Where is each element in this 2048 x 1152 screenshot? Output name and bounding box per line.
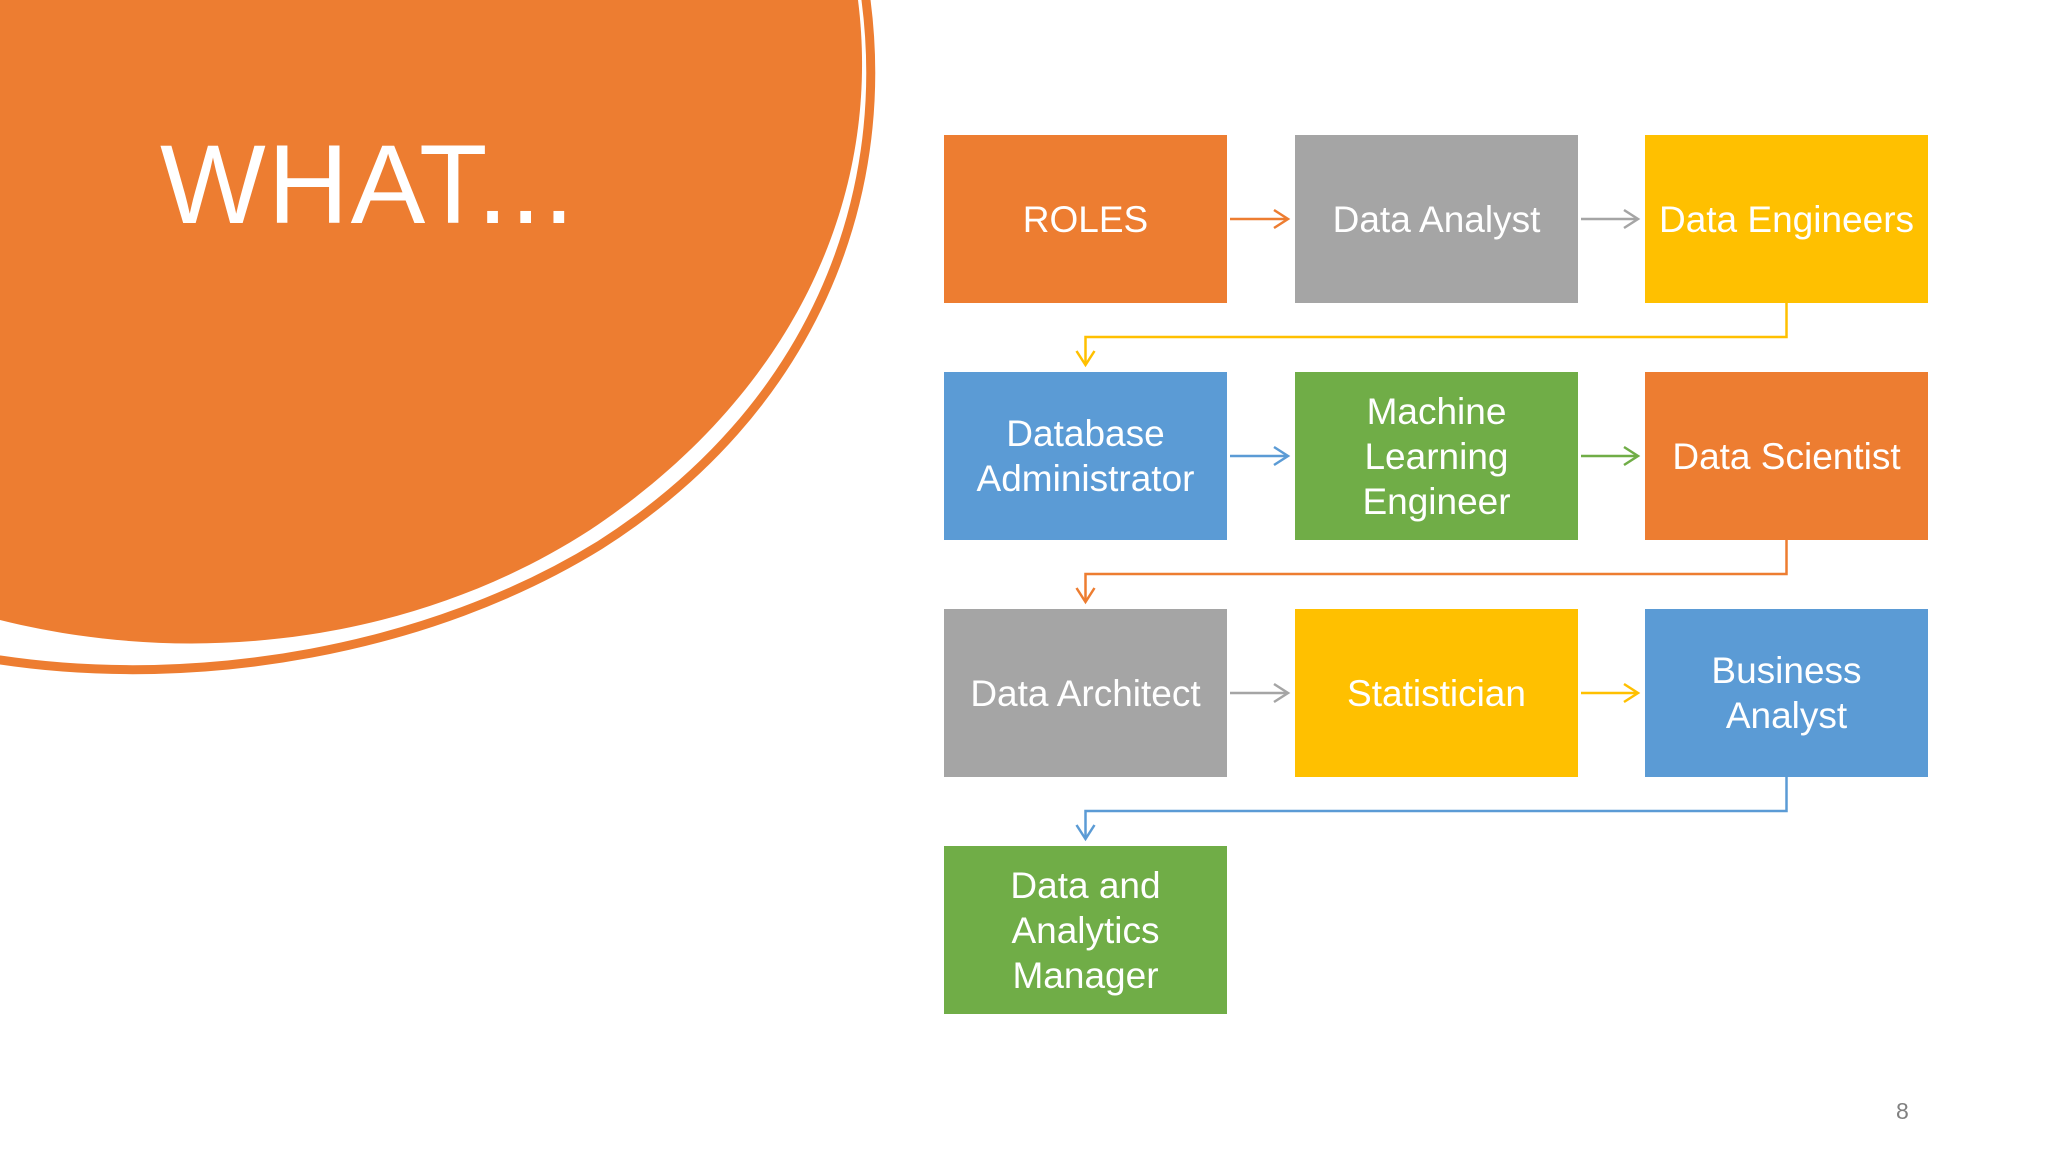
node-machine-learning-engineer: Machine Learning Engineer [1295,372,1578,540]
node-database-administrator: Database Administrator [944,372,1227,540]
node-data-engineers: Data Engineers [1645,135,1928,303]
node-business-analyst: Business Analyst [1645,609,1928,777]
orange-swoosh-line [0,0,876,675]
edge-machine-learning-engineer-to-data-scientist [1581,445,1641,467]
edge-database-administrator-to-machine-learning-engineer [1230,445,1291,467]
edge-data-analyst-to-data-engineers [1581,208,1641,230]
page-number: 8 [1896,1098,1909,1124]
orange-circle-shape [0,0,863,644]
edge-data-architect-to-statistician [1230,682,1291,704]
node-data-and-analytics-manager: Data and Analytics Manager [944,846,1227,1014]
edge-roles-to-data-analyst [1230,208,1291,230]
node-data-scientist: Data Scientist [1645,372,1928,540]
node-data-architect: Data Architect [944,609,1227,777]
edge-data-scientist-to-data-architect [1075,540,1788,605]
node-data-analyst: Data Analyst [1295,135,1578,303]
edge-data-engineers-to-database-administrator [1075,303,1788,368]
edge-business-analyst-to-data-and-analytics-manager [1075,777,1788,842]
slide-title: WHAT... [160,122,577,247]
edge-statistician-to-business-analyst [1581,682,1641,704]
node-statistician: Statistician [1295,609,1578,777]
node-roles: ROLES [944,135,1227,303]
